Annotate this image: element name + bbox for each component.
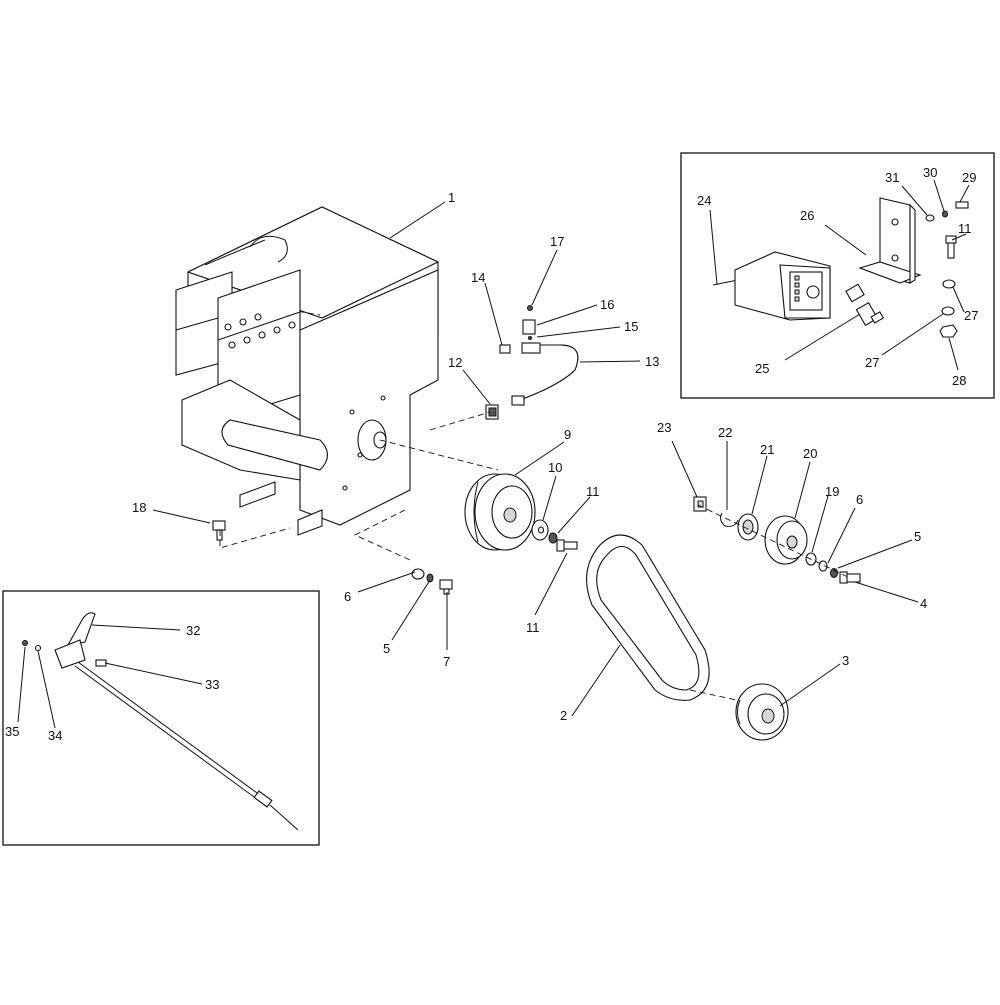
callout-32: 32 [186,623,200,638]
callout-16: 16 [600,297,614,312]
callout-35: 35 [5,724,19,739]
callout-20: 20 [803,446,817,461]
leader-lines [17,179,970,729]
callout-12: 12 [448,355,462,370]
drive-pulley [464,473,536,551]
callout-34: 34 [48,728,62,743]
callout-26: 26 [800,208,814,223]
callout-4: 4 [920,596,927,611]
callout-24: 24 [697,193,711,208]
callout-1: 1 [448,190,455,205]
callout-11-upper: 11 [586,484,600,499]
callout-23: 23 [657,420,671,435]
hardware-parts [212,305,861,595]
callout-30: 30 [923,165,937,180]
callout-labels: 1 2 3 4 5 5 6 6 7 9 10 11 11 11 12 13 14… [5,165,978,743]
callout-11-lower: 11 [526,620,540,635]
callout-27-lower: 27 [865,355,879,370]
callout-14: 14 [471,270,485,285]
callout-2: 2 [560,708,567,723]
callout-11-bracket: 11 [958,221,972,236]
callout-33: 33 [205,677,219,692]
engine-assembly [175,206,499,536]
callout-5-left: 5 [383,641,390,656]
callout-27-upper: 27 [964,308,978,323]
callout-31: 31 [885,170,899,185]
drive-belt [586,534,761,706]
driven-pulley [735,683,789,741]
callout-28: 28 [952,373,966,388]
callout-18: 18 [132,500,146,515]
callout-22: 22 [718,425,732,440]
callout-10: 10 [548,460,562,475]
key-switch-inset [680,152,995,399]
throttle-cable-inset [2,590,320,846]
callout-29: 29 [962,170,976,185]
callout-7: 7 [443,654,450,669]
callout-21: 21 [760,442,774,457]
callout-6-left: 6 [344,589,351,604]
callout-5-right: 5 [914,529,921,544]
callout-15: 15 [624,319,638,334]
callout-19: 19 [825,484,839,499]
callout-6-right: 6 [856,492,863,507]
callout-9: 9 [564,427,571,442]
callout-25: 25 [755,361,769,376]
callout-13: 13 [645,354,659,369]
callout-17: 17 [550,234,564,249]
callout-3: 3 [842,653,849,668]
